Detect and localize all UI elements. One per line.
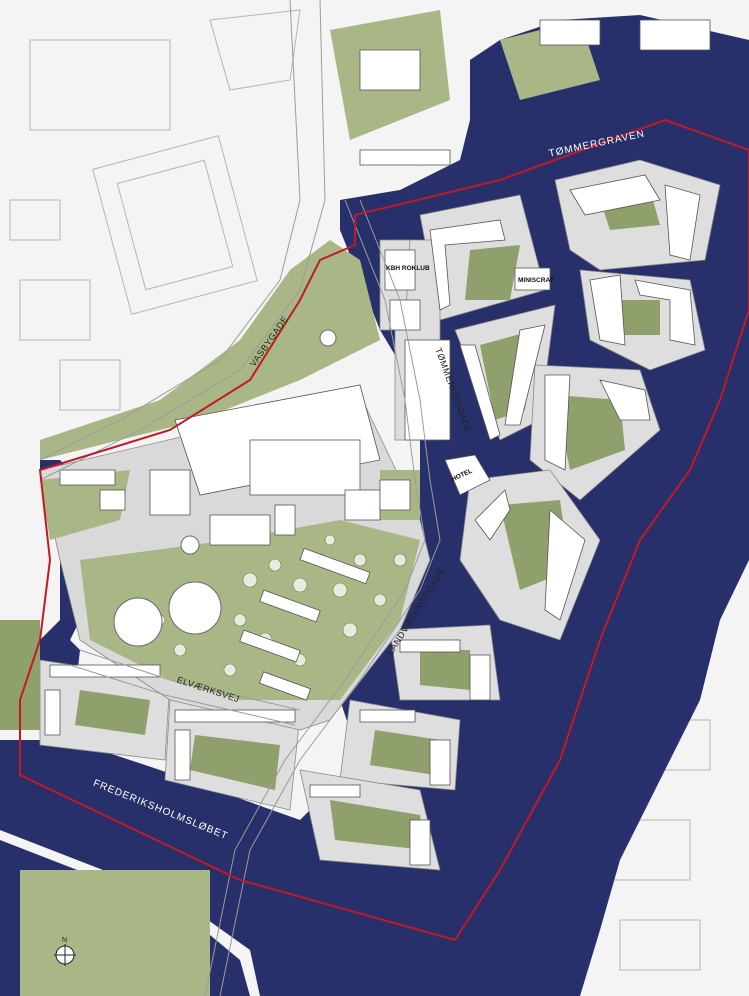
north-arrow-icon: N — [54, 937, 76, 966]
roads — [39, 0, 441, 996]
north-arrow-label: N — [62, 937, 67, 944]
gas-holder-right — [168, 581, 222, 635]
building-tag-miniscrap: MINISCRAP — [518, 277, 555, 284]
canal-water — [0, 15, 749, 996]
green-areas — [0, 10, 660, 996]
gas-holder-left — [113, 597, 163, 647]
building-tag-kbh-roklub: KBH ROKLUB — [386, 265, 430, 272]
round-tanks — [113, 329, 337, 647]
project-boundary — [19, 118, 749, 942]
